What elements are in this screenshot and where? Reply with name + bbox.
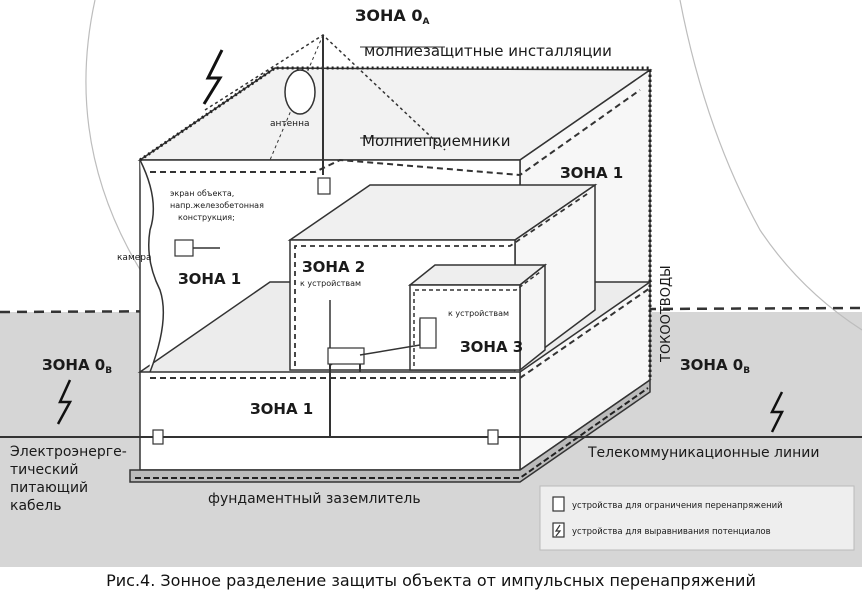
ceiling-shield [150, 89, 641, 177]
legend-box [539, 485, 855, 551]
telecom-entry-device [487, 429, 499, 445]
power-entry-device [152, 429, 164, 445]
legend: устройства для ограничения перенапряжени… [539, 485, 855, 551]
legend-surge-protection: устройства для ограничения перенапряжени… [572, 501, 783, 511]
zone-0a-arc-left [85, 0, 161, 301]
label-power-cable-4: кабель [10, 498, 61, 514]
label-zone-0a: ЗОНА 0А [355, 6, 429, 27]
figure-caption: Рис.4. Зонное разделение защиты объекта … [106, 571, 756, 590]
zone-2-devices [327, 347, 365, 365]
label-lightning-installations: молниезащитные инсталляции [364, 42, 612, 60]
roof-surge-device [317, 177, 331, 195]
label-power-cable-1: Электроэнерге- [10, 444, 127, 460]
label-zone-1-top: ЗОНА 1 [560, 164, 623, 182]
diagram-svg: ЗОНА 0А молниезащитные инсталляции антен… [0, 0, 862, 567]
legend-equipotential: устройства для выравнивания потенциалов [572, 527, 771, 537]
label-zone-2: ЗОНА 2 [302, 258, 365, 276]
label-power-cable-3: питающий [10, 480, 88, 496]
antenna-dish [284, 69, 316, 115]
label-to-devices-3: к устройствам [448, 309, 509, 318]
surge-device-icon [552, 496, 565, 512]
label-power-cable-2: тический [10, 462, 79, 478]
label-camera: камера [117, 253, 152, 263]
label-zone-1-left: ЗОНА 1 [178, 270, 241, 288]
label-zone-0b-right: ЗОНА 0В [680, 356, 750, 376]
label-screen-3: конструкция; [178, 213, 235, 222]
label-zone-1-bottom: ЗОНА 1 [250, 400, 313, 418]
label-zone-3: ЗОНА 3 [460, 338, 523, 356]
earth-electrode-line [135, 387, 649, 479]
zone-0a-arc-right [679, 0, 862, 331]
floor-shield [150, 287, 651, 379]
label-zone-0b-left: ЗОНА 0В [42, 356, 112, 376]
foundation [129, 378, 651, 483]
label-air-terminals: Молниеприемники [362, 132, 510, 150]
label-screen-2: напр.железобетонная [170, 201, 264, 210]
lightning-bolt-top-icon [202, 49, 224, 105]
equipotential-device-icon [552, 522, 565, 538]
lightning-bolt-left-icon [56, 379, 73, 425]
zone-2-shield [294, 191, 591, 366]
equipotential-bolt-icon [554, 524, 562, 537]
label-antenna: антенна [270, 119, 309, 129]
roof-dotted-edge [139, 66, 652, 380]
lightning-bolt-right-icon [769, 391, 785, 433]
zone-3-shield [413, 271, 541, 366]
label-down-conductors: ТОКООТВОДЫ [659, 265, 674, 363]
zone-3-devices [419, 317, 437, 349]
camera-device [174, 239, 194, 257]
label-to-devices-2: к устройствам [300, 279, 361, 288]
left-wall-cut [139, 159, 165, 373]
label-screen-1: экран объекта, [170, 189, 234, 198]
zone-3-box [407, 263, 548, 372]
label-telecom-lines: Телекоммуникационные линии [587, 445, 819, 461]
label-earth-electrode: фундаментный заземлитель [208, 491, 421, 507]
zone-protection-diagram: ЗОНА 0А молниезащитные инсталляции антен… [0, 0, 862, 567]
